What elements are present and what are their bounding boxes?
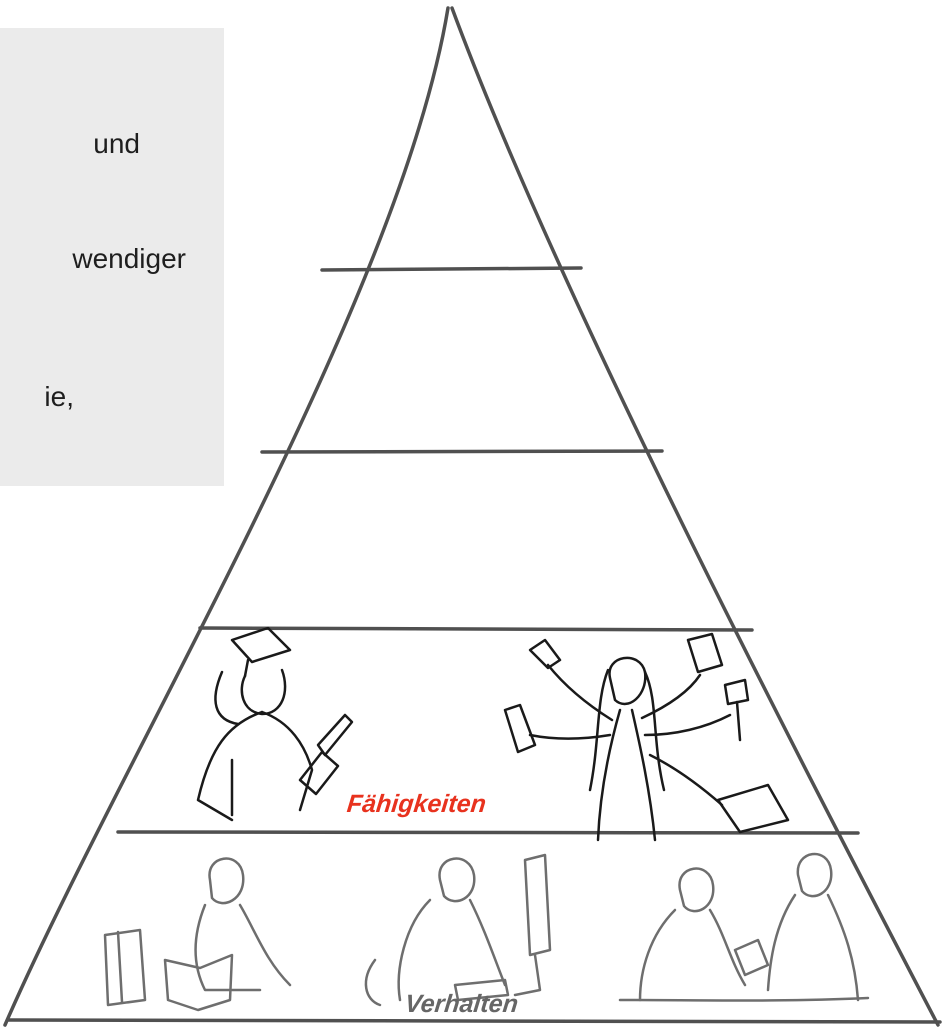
info-box: und wendiger ie, bbox=[0, 28, 224, 486]
level-divider-4 bbox=[116, 830, 860, 835]
reading-person-icon bbox=[103, 857, 292, 1012]
computer-worker-icon bbox=[364, 853, 552, 1007]
level-divider-2 bbox=[260, 449, 664, 454]
info-text-line: und bbox=[93, 128, 140, 159]
level-divider-1 bbox=[320, 266, 583, 272]
level-label-verhalten: Verhalten bbox=[403, 990, 520, 1018]
level-divider-3 bbox=[198, 626, 754, 632]
info-text-line: wendiger bbox=[72, 243, 186, 274]
graduate-person-icon bbox=[196, 626, 354, 822]
info-text-line: ie, bbox=[44, 381, 74, 412]
pyramid-outline bbox=[450, 6, 940, 1027]
pyramid-outline bbox=[3, 6, 450, 1027]
level-label-faehigkeiten: Fähigkeiten bbox=[345, 790, 488, 818]
conversation-people-icon bbox=[618, 852, 870, 1002]
pyramid-outline bbox=[6, 1018, 942, 1024]
multitasking-person-icon bbox=[503, 632, 790, 842]
